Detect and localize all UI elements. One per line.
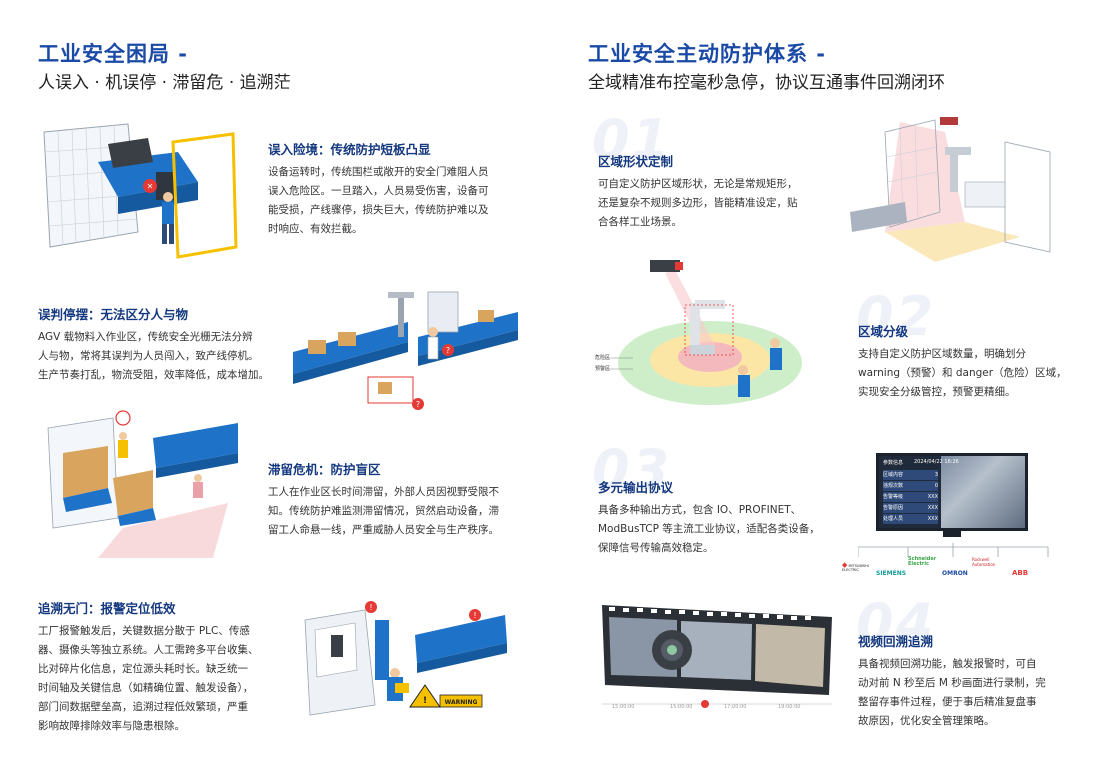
svg-text:!: ! — [369, 603, 372, 612]
section-title-intrusion: 误入险境：传统防护短板凸显 — [268, 142, 431, 157]
screen-header: 参数信息 — [883, 460, 904, 466]
section-body-trace: 工厂报警触发后，关键数据分散于 PLC、传感器、摄像头等独立系统。人工需跨多平台… — [38, 625, 259, 732]
timeline-tick: 15:00:00 — [612, 704, 635, 710]
illustration-shape — [845, 112, 1060, 272]
brand-schneider: Schneider Electric — [908, 556, 937, 567]
timeline-tick: 19:00:00 — [778, 704, 801, 710]
brand-siemens: SIEMENS — [876, 570, 907, 577]
danger-zone-label: 危险区 — [595, 355, 611, 361]
illustration-stranded — [38, 408, 253, 558]
section-body-intrusion: 设备运转时，传统围栏或敞开的安全门难阻人员误入危险区。一旦踏入，人员易受伤害，设… — [268, 166, 489, 235]
right-title: 工业安全主动防护体系 - — [588, 42, 827, 66]
section-body-protocol: 具备多种输出方式，包含 IO、PROFINET、ModBusTCP 等主流工业协… — [598, 504, 820, 554]
section-body-misjudge: AGV 载物料入作业区，传统安全光栅无法分辨人与物，常将其误判为人员闯入，致产线… — [38, 331, 269, 381]
illustration-misjudge: ? ? — [288, 282, 538, 422]
illustration-trace: ! ! WARNING ! — [295, 595, 530, 740]
section-title-grading: 区域分级 — [858, 324, 909, 339]
brand-connector-lines — [858, 543, 1058, 559]
brand-mitsubishi: ◆ MITSUBISHI ELECTRIC — [842, 561, 869, 573]
illustration-zones — [595, 245, 810, 425]
screen-date: 2024/04/22 16:26 — [914, 459, 959, 465]
svg-text:?: ? — [446, 346, 450, 355]
section-title-playback: 视频回溯追溯 — [858, 634, 934, 649]
video-filmstrip — [597, 595, 837, 725]
left-subtitle: 人误入 · 机误停 · 滞留危 · 追溯茫 — [38, 73, 291, 93]
warning-sign: ! WARNING — [409, 684, 483, 708]
section-body-playback: 具备视频回溯功能，触发报警时，可自动对前 N 秒至后 M 秒画面进行录制，完整留… — [858, 658, 1046, 727]
left-title: 工业安全困局 - — [38, 42, 189, 66]
section-number-01: 01 — [592, 108, 672, 171]
section-number-02: 02 — [856, 285, 936, 348]
right-subtitle: 全域精准布控毫秒急停，协议互通事件回溯闭环 — [588, 73, 945, 93]
svg-text:!: ! — [423, 696, 427, 706]
timeline-tick: 17:00:00 — [724, 704, 747, 710]
brand-abb: ABB — [1012, 569, 1029, 577]
timeline-tick: 15:00:00 — [670, 704, 693, 710]
section-body-shape: 可自定义防护区域形状，无论是常规矩形，还是复杂不规则多边形，皆能精准设定，贴合各… — [598, 178, 798, 228]
svg-text:WARNING: WARNING — [445, 699, 478, 706]
warning-zone-label: 预警区 — [595, 366, 611, 372]
brand-rockwell: Rockwell Automation — [972, 557, 996, 567]
section-number-03: 03 — [592, 438, 672, 501]
monitor-stand — [943, 531, 961, 537]
section-title-trace: 追溯无门：报警定位低效 — [38, 601, 176, 616]
svg-text:!: ! — [473, 611, 476, 620]
section-title-stranded: 滞留危机：防护盲区 — [268, 462, 381, 477]
svg-text:?: ? — [416, 400, 420, 409]
svg-text:✕: ✕ — [147, 182, 154, 191]
section-title-misjudge: 误判停摆：无法区分人与物 — [38, 307, 189, 322]
brand-logos: ◆ MITSUBISHI ELECTRIC Schneider Electric… — [842, 557, 1057, 581]
section-title-shape: 区域形状定制 — [598, 154, 674, 169]
section-title-protocol: 多元输出协议 — [598, 480, 674, 495]
section-number-04: 04 — [856, 592, 936, 655]
section-body-stranded: 工人在作业区长时间滞留，外部人员因视野受限不知。传统防护难监测滞留情况，贸然启动… — [268, 486, 499, 536]
brand-omron: OMRON — [942, 570, 968, 577]
illustration-intrusion: ✕ — [38, 122, 248, 272]
